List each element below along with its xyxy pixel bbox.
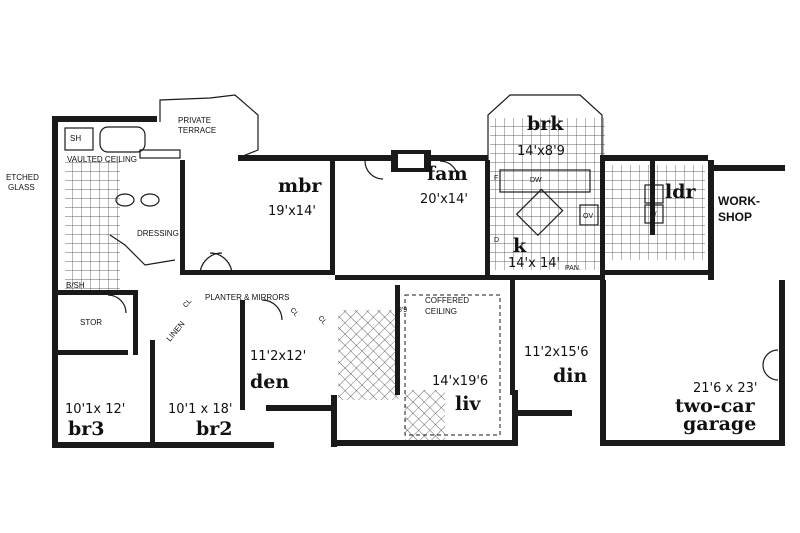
coffered-label-1: COFFERED bbox=[425, 296, 469, 305]
interior-walls bbox=[58, 160, 708, 445]
brk-name: brk bbox=[527, 113, 564, 135]
garage-dims: 21'6 x 23' bbox=[693, 381, 757, 396]
k-dims: 14'x 14' bbox=[508, 256, 560, 271]
fam-name: fam bbox=[427, 163, 468, 185]
br2-name: br2 bbox=[196, 418, 233, 440]
washer-label: W bbox=[650, 211, 657, 218]
mbr-dims: 19'x14' bbox=[268, 204, 316, 219]
planter-mirrors-label: PLANTER & MIRRORS bbox=[205, 293, 289, 302]
br3-dims: 10'1x 12' bbox=[65, 402, 125, 417]
den-name: den bbox=[250, 371, 289, 393]
breakfast-bay bbox=[487, 94, 603, 160]
terrace-label-2: TERRACE bbox=[178, 126, 216, 135]
terrace-label-1: PRIVATE bbox=[178, 116, 211, 125]
closet-label-2: CL bbox=[288, 307, 299, 318]
liv-dims: 14'x19'6 bbox=[432, 374, 488, 389]
den-dims: 11'2x12' bbox=[250, 349, 306, 364]
pantry-label: PAN. bbox=[565, 265, 581, 272]
br2-dims: 10'1 x 18' bbox=[168, 402, 232, 417]
k-name: k bbox=[513, 235, 527, 257]
din-name: din bbox=[553, 365, 588, 387]
garage-line1: two-car bbox=[675, 395, 756, 417]
elevation-label: 8'9 bbox=[398, 307, 407, 314]
fam-dims: 20'x14' bbox=[420, 192, 468, 207]
etched-glass-label-2: GLASS bbox=[8, 183, 35, 192]
coffered-label-2: CEILING bbox=[425, 307, 457, 316]
etched-glass-label-1: ETCHED bbox=[6, 173, 39, 182]
doors bbox=[107, 160, 779, 381]
tub-label: T bbox=[650, 192, 655, 199]
shower-label: SH bbox=[70, 134, 81, 143]
garage-line2: garage bbox=[683, 413, 756, 435]
fridge-label: F bbox=[494, 175, 498, 182]
terrace-outline bbox=[159, 94, 259, 159]
din-dims: 11'2x15'6 bbox=[524, 345, 588, 360]
closet-label-1: CL bbox=[182, 298, 193, 309]
br3-name: br3 bbox=[68, 418, 105, 440]
liv-name: liv bbox=[455, 393, 481, 415]
vaulted-ceiling-label: VAULTED CEILING bbox=[67, 155, 137, 164]
dressing-label: DRESSING bbox=[137, 229, 179, 238]
workshop-line1: WORK- bbox=[718, 194, 760, 208]
mbr-name: mbr bbox=[278, 175, 322, 197]
bath-shower-label: B/SH bbox=[66, 281, 85, 290]
closet-label-3: CL bbox=[316, 315, 327, 326]
desk-label: D bbox=[494, 237, 499, 244]
dryer-label: D bbox=[650, 173, 655, 180]
ldr-name: ldr bbox=[665, 181, 697, 203]
fixtures bbox=[64, 126, 664, 436]
brk-dims: 14'x8'9 bbox=[517, 144, 565, 159]
storage-label: STOR bbox=[80, 318, 102, 327]
oven-label: OV bbox=[583, 213, 593, 220]
dishwasher-label: DW bbox=[530, 177, 542, 184]
workshop-line2: SHOP bbox=[718, 210, 752, 224]
linen-label: LINEN bbox=[165, 319, 187, 343]
